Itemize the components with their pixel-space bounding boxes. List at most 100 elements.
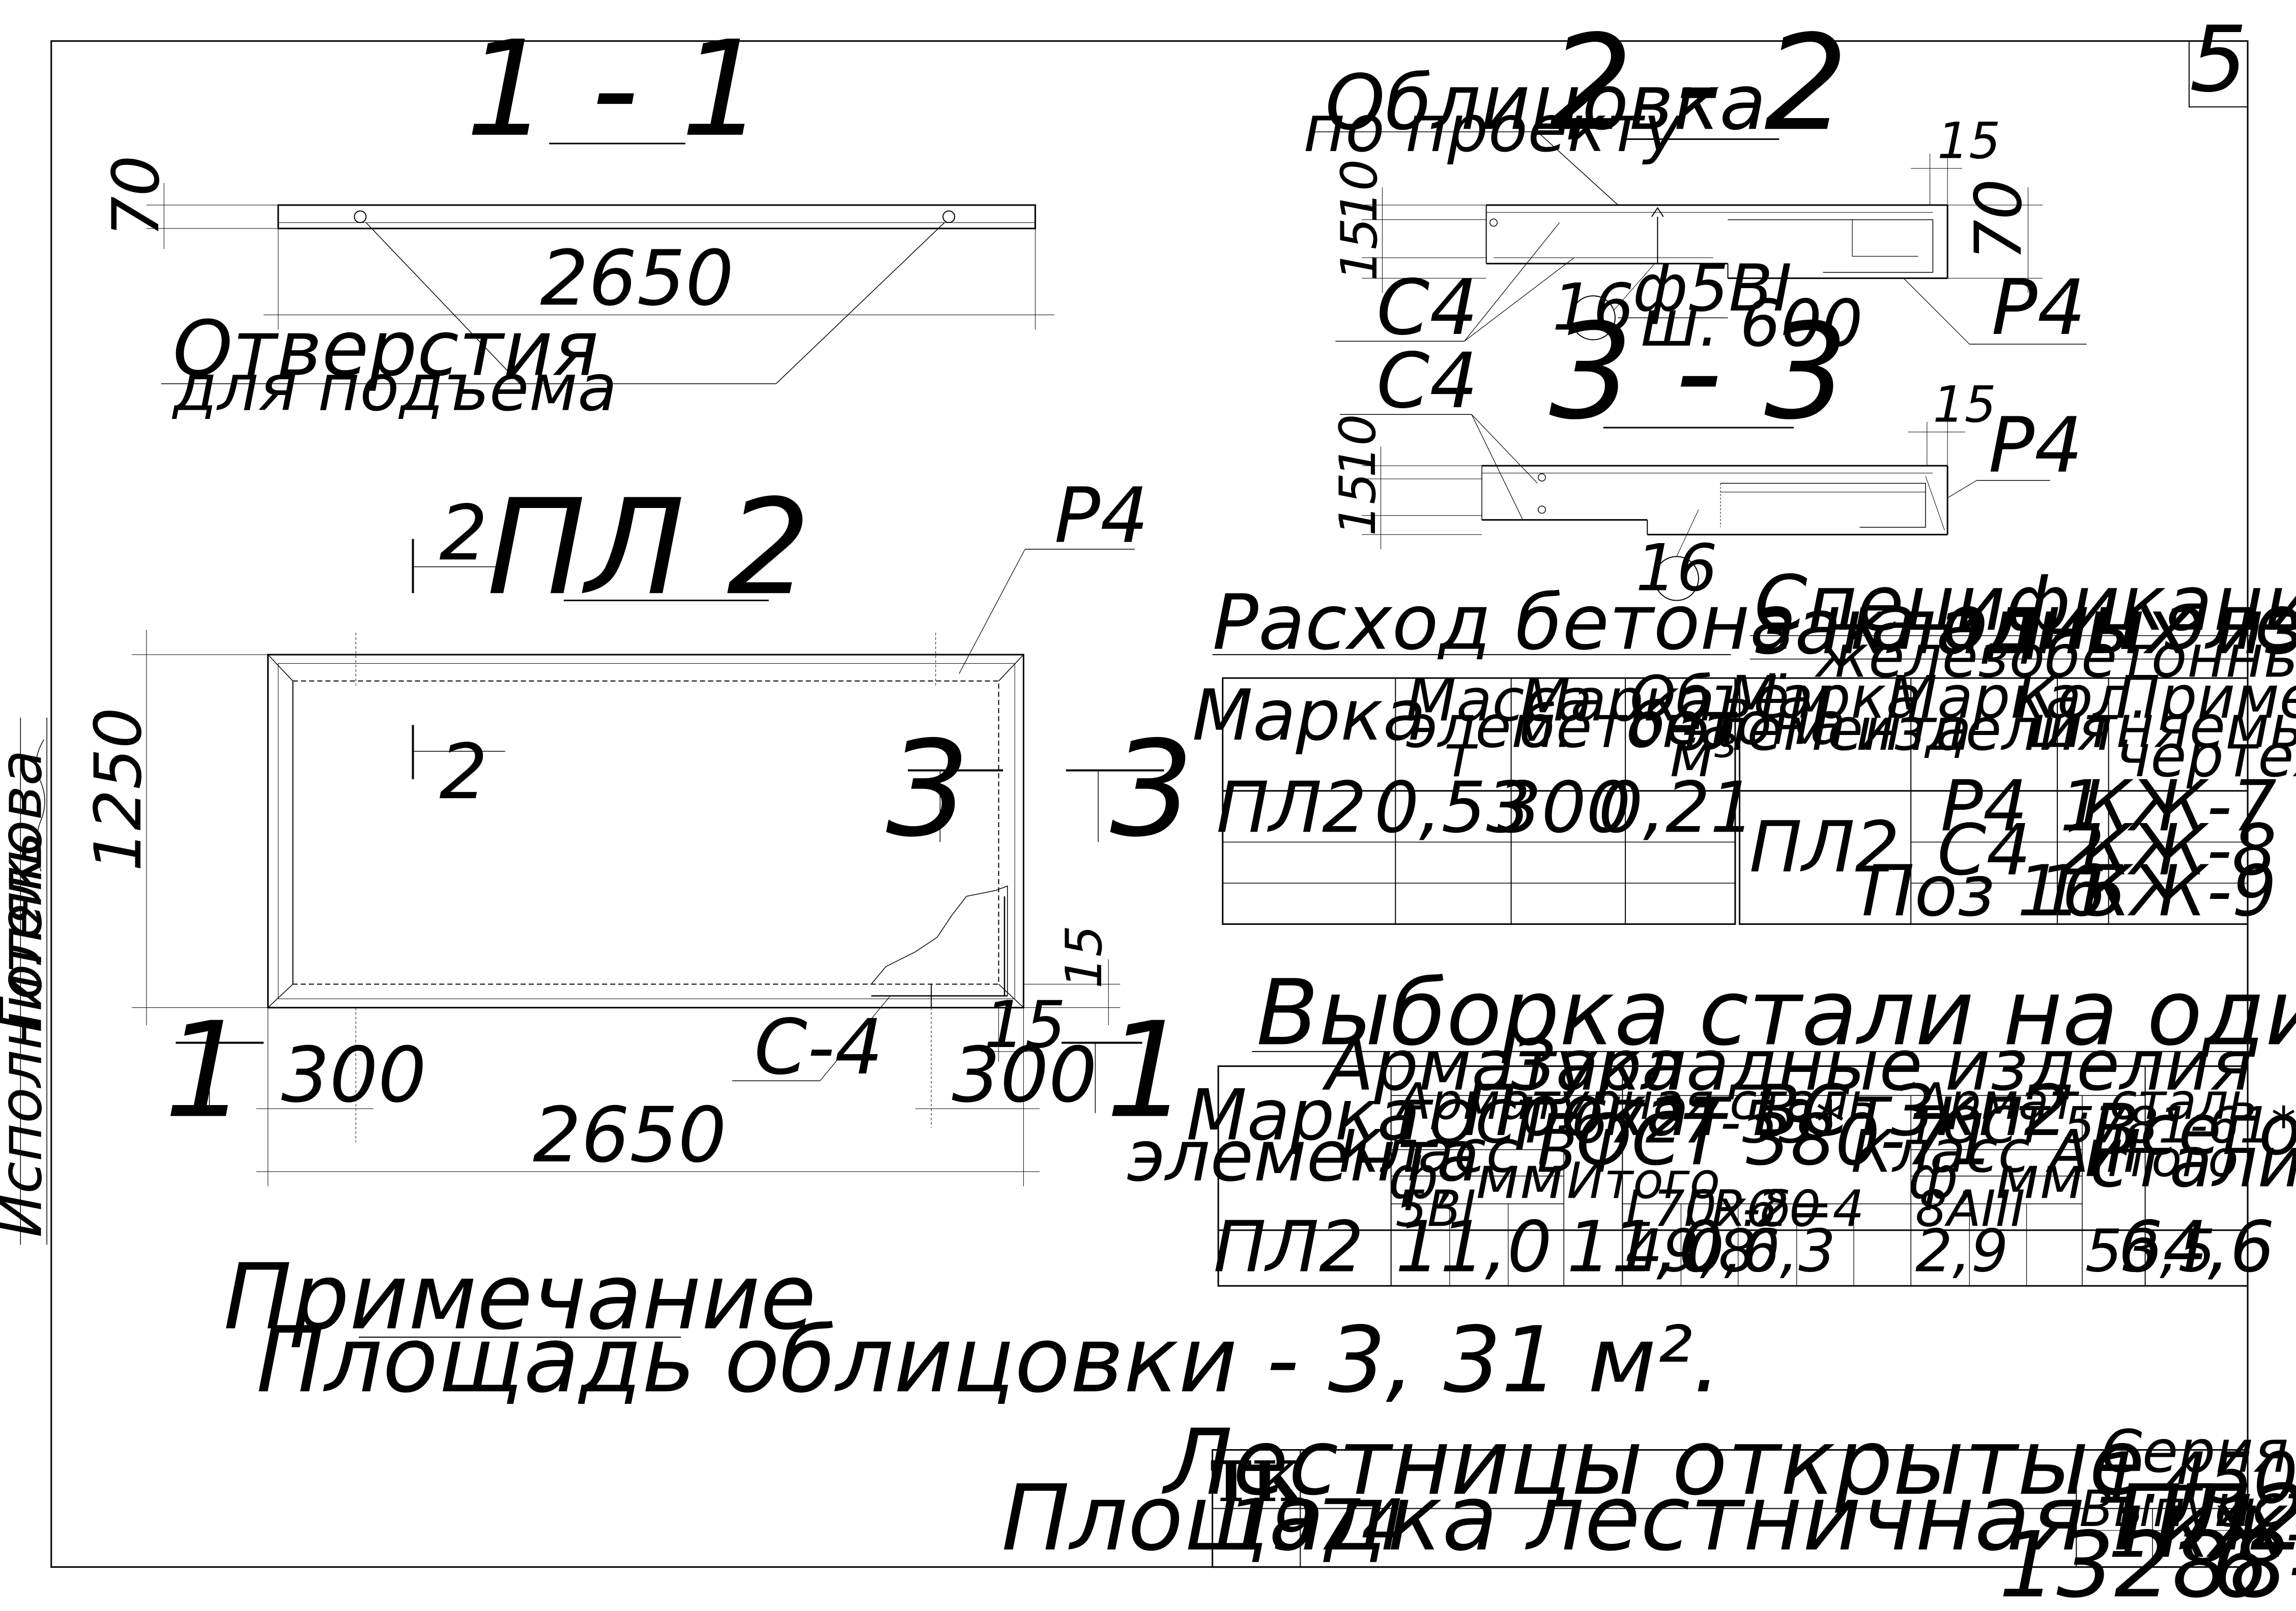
section-2-2-callout-2: по проекту (1303, 91, 1683, 166)
sl-row-5bi: 11,0 (1395, 1206, 1552, 1288)
ct-h-mass-1: Масса (1405, 667, 1592, 735)
ct-row-volume: 0,21 (1598, 767, 1755, 849)
section-1-1-dim-length: 2650 (540, 234, 734, 323)
section-3-3-dim-top: 10 (1329, 414, 1387, 477)
title-year: 1974 (1227, 1484, 1406, 1566)
st-r3-dwg: КЖ-9 (2081, 850, 2277, 932)
sl-h-phi-2: ф, мм (1908, 1144, 2084, 1212)
ct-h-grade-1: Марка (1520, 667, 1715, 735)
title-line-2: Площадка лестничная ПЛ2 (1001, 1465, 2296, 1571)
st-r2-item: С4 (1937, 809, 2031, 891)
section-2-2-bar-2: ш. 600 (1640, 286, 1863, 361)
section-1-1-title: 1 - 1 (466, 13, 765, 166)
section-3-3-label-c4: С4 (1376, 337, 1478, 426)
sl-h-prokat-1: Прокат ВСт3кп2 (1463, 1070, 2069, 1152)
bottom-page: 6 (2211, 1512, 2269, 1611)
title-issue-label: Выпуск (2079, 1480, 2272, 1538)
section-1-1-callout-2: для подъема (172, 350, 617, 426)
plan-dim-15-a: 15 (1055, 925, 1113, 988)
st-r2-dwg: КЖ-8 (2081, 809, 2277, 891)
sl-h-itogo-1: Итого (1567, 1152, 1720, 1210)
title-series-value: 1.450-2 (2097, 1437, 2296, 1519)
plan-dim-height: 1250 (80, 708, 156, 871)
sl-h-itogo-2: Итого (2085, 1130, 2238, 1188)
section-1-1: 1 - 1 70 2650 Отверстия для подъема (98, 13, 1054, 426)
st-r2-qty: 2 (2060, 809, 2105, 891)
title-logo: ТК (1211, 1449, 1303, 1514)
side-stamp: Исполнитель Голякова (0, 718, 55, 1245)
signature (36, 740, 45, 871)
st-r3-qty: 15 (2037, 850, 2127, 932)
st-h-item-2: изделия (1856, 696, 2112, 764)
ct-h-mark: Марка (1192, 674, 1426, 756)
section-3-3-dim-edge: 15 (1933, 376, 1996, 434)
note-heading: Примечание (223, 1245, 816, 1350)
spec-table: Спецификация арматурных и закладных изде… (1677, 559, 2296, 932)
section-1-1-callout-1: Отверстия (173, 305, 599, 393)
section-2-2-pos: 16 (1552, 269, 1634, 345)
concrete-caption: Расход бетона на один элемент (1213, 579, 2296, 667)
plan-pl2: ПЛ 2 2 2 Р4 С-4 (80, 471, 1194, 1186)
sl-row-itogo1: 11,0 (1567, 1206, 1724, 1288)
steel-caption: Выборка стали на один железобетонный эле… (1256, 960, 2296, 1066)
plan-cut-3-left: 3 (886, 713, 970, 866)
sl-row-itogo2: 53,5 (2085, 1217, 2216, 1285)
plan-cut-2-inner: 2 (439, 728, 487, 816)
plan-label-p4: Р4 (1054, 472, 1149, 560)
st-h-elem-2: элемента (1677, 696, 1971, 764)
spec-caption-3: железобетонный элемент (1814, 623, 2296, 691)
sheet-number-box (2189, 41, 2248, 107)
sl-row-a8: 2,9 (1915, 1217, 2008, 1285)
sl-row-l70: 49,8 (1625, 1217, 1756, 1285)
plan-cut-1-right: 1 (1106, 994, 1190, 1147)
ct-h-grade-2: бетона (1520, 693, 1736, 761)
sl-row-d4: 0,3 (1742, 1217, 1835, 1285)
section-2-2-dim-bottom: 15 (1331, 218, 1389, 281)
sl-h-armsteel2-2: ГОСТ 5781-61* (1915, 1096, 2296, 1154)
side-stamp-role: Исполнитель (0, 832, 55, 1238)
sl-row-element: ПЛ2 (1213, 1206, 1364, 1288)
side-stamp-name: Голякова (0, 750, 55, 1033)
section-2-2-title: 2 - 2 (1549, 7, 1848, 160)
st-r1-item: Р4 (1940, 765, 2027, 847)
plan-cut-3-right: 3 (1110, 713, 1194, 866)
section-3-3-label-p4: Р4 (1989, 401, 2083, 490)
sl-h-sub1: L70х6 (1625, 1180, 1777, 1238)
st-h-dwg-3: чертежи (2116, 722, 2296, 790)
plan-title: ПЛ 2 (486, 471, 811, 625)
st-r1-qty: 1 (2060, 765, 2105, 847)
sl-h-sub3: -δ=4 (1742, 1180, 1864, 1238)
plan-label-c4: С-4 (754, 1003, 883, 1092)
pos-16-marker (1571, 296, 1615, 340)
st-h-dwg-1: Приме- (2116, 664, 2296, 732)
section-2-2-dim-edge: 15 (1937, 112, 2000, 171)
plan-dim-300-right: 300 (952, 1031, 1097, 1120)
st-h-item-1: Марка (1887, 664, 2082, 732)
sl-h-5bi: 5ВI (1395, 1180, 1476, 1238)
section-1-1-dim-height: 70 (98, 155, 174, 237)
steel-table: Выборка стали на один железобетонный эле… (1127, 960, 2296, 1288)
ct-h-mass-2: элем. (1405, 693, 1574, 761)
sl-h-zakladnye: Закладные изделия (1511, 1025, 2253, 1107)
st-h-qty-1: Кол. (2016, 664, 2149, 732)
st-r3-item: Поз 16 (1861, 850, 2106, 932)
section-2-2-label-p4: Р4 (1991, 264, 2085, 352)
sl-row-gr20: 0,6 (1687, 1217, 1780, 1285)
sl-h-prokat-2: ГОСТ 380-71 (1537, 1099, 1995, 1181)
sl-h-vsego-2: стали (2090, 1121, 2296, 1203)
plan-dim-15-b: 15 (984, 987, 1066, 1062)
section-2-2-label-c4: С4 (1376, 264, 1478, 352)
lifting-hole-right (943, 211, 955, 222)
sl-h-armsteel-2: ГОСТ 6727-53* (1397, 1088, 1845, 1156)
sl-h-element-2: элемента (1127, 1115, 1480, 1197)
st-element: ПЛ2 (1749, 806, 1900, 888)
slab-section (278, 205, 1036, 229)
section-2-2-dim-top: 10 (1331, 159, 1389, 222)
st-h-qty-2: шт. (2029, 693, 2135, 761)
title-sheet-value: КЖ-3 (2160, 1492, 2296, 1574)
section-2-2-callout-1: Облицовка (1325, 59, 1766, 147)
sl-h-armsteel-1: Арматурная сталь (1394, 1073, 1878, 1131)
sl-row-vsego: 64,6 (2118, 1206, 2275, 1288)
section-2-2-dim-height: 70 (1961, 179, 2036, 261)
note-text: Площадь облицовки - 3, 31 м². (256, 1307, 1721, 1413)
